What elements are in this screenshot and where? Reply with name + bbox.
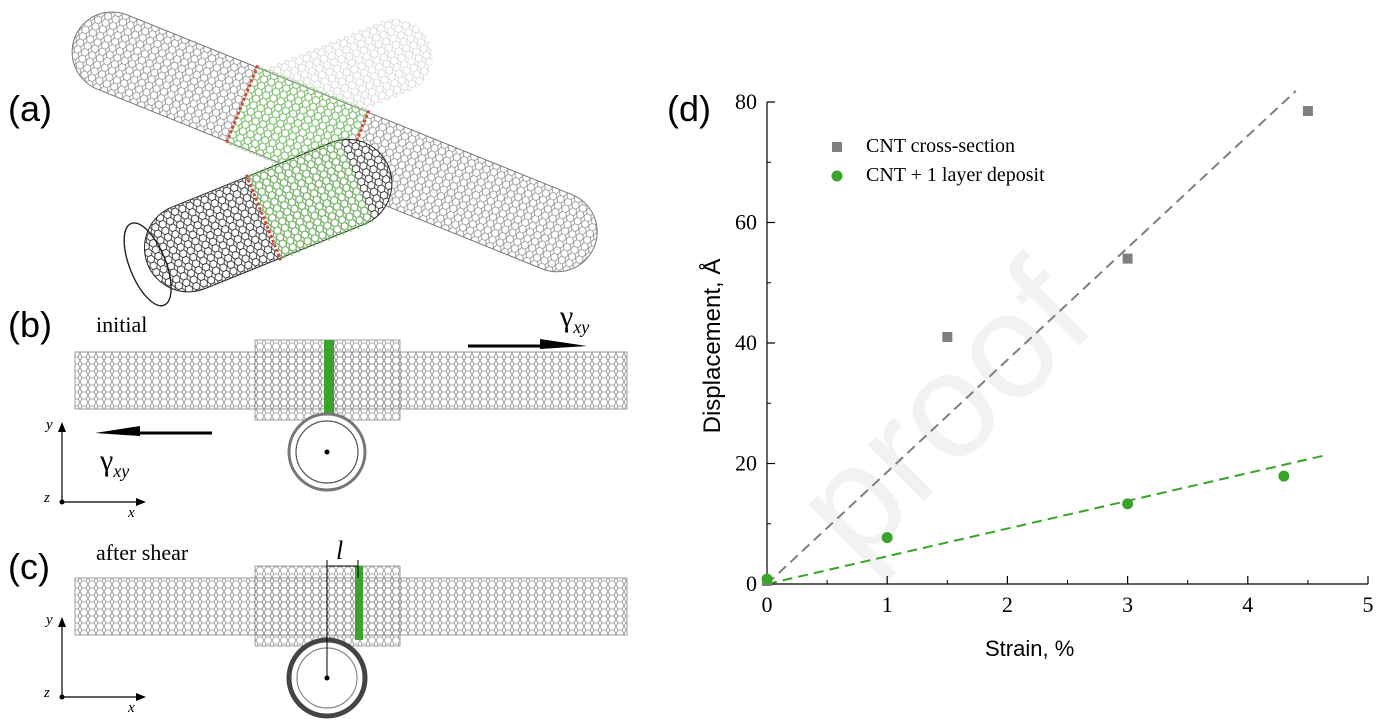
panel-c-title: after shear [96,540,189,565]
data-point-square [1122,253,1133,264]
shear-arrow-right [540,339,587,349]
data-point-circle [1278,470,1290,482]
y-tick-label: 20 [735,451,757,476]
data-point-circle [761,573,773,585]
fit-line-1 [766,454,1327,585]
panel-label-b: (b) [8,304,52,345]
shear-symbol: γ [560,300,574,333]
data-point-circle [1122,498,1134,510]
fit-line-0 [766,90,1297,585]
panel-a-crossed-tubes [71,11,598,307]
legend-marker-1 [831,170,843,182]
y-tick-label: 80 [735,89,757,114]
data-point-square [1302,106,1313,117]
shear-label-bottom: γxy [100,444,129,482]
length-symbol: l [336,536,344,565]
cnt-illustrations [58,11,628,719]
chart-ylabel: Displacement, Å [699,258,726,434]
legend-label-0: CNT cross-section [866,135,1016,157]
y-tick-label: 0 [746,571,757,596]
green-marker-sheared [355,566,363,640]
panel-b-tube [58,339,628,506]
chart-xlabel: Strain, % [985,636,1075,661]
axis-y-label-b: y [46,417,53,433]
panel-c-tube [58,560,628,719]
y-tick-label: 40 [735,330,757,355]
data-point-circle [881,532,893,544]
legend-marker-0 [832,142,842,152]
x-tick-label: 5 [1363,592,1374,617]
shear-subscript-bottom: xy [113,461,130,481]
x-tick-label: 3 [1122,592,1133,617]
shear-symbol-bottom: γ [100,444,114,477]
data-point-square [942,331,953,342]
legend-label-1: CNT + 1 layer deposit [866,164,1045,186]
shear-label-top: γxy [560,300,589,338]
green-marker-initial [324,340,334,420]
shear-subscript: xy [573,317,590,337]
panel-label-a: (a) [8,88,52,129]
x-tick-label: 2 [1002,592,1013,617]
panel-label-c: (c) [8,546,50,587]
panel-b-title: initial [96,312,148,337]
x-tick-label: 4 [1242,592,1253,617]
axis-x-label-b: x [128,505,135,521]
shear-arrow-left [95,426,140,436]
axis-z-label-b: z [44,490,50,506]
axis-x-label-c: x [128,700,135,716]
x-tick-label: 1 [882,592,893,617]
y-tick-label: 60 [735,210,757,235]
panel-label-d: (d) [667,88,711,129]
x-tick-label: 0 [762,592,773,617]
axis-y-label-c: y [46,612,53,628]
axis-z-label-c: z [44,685,50,701]
